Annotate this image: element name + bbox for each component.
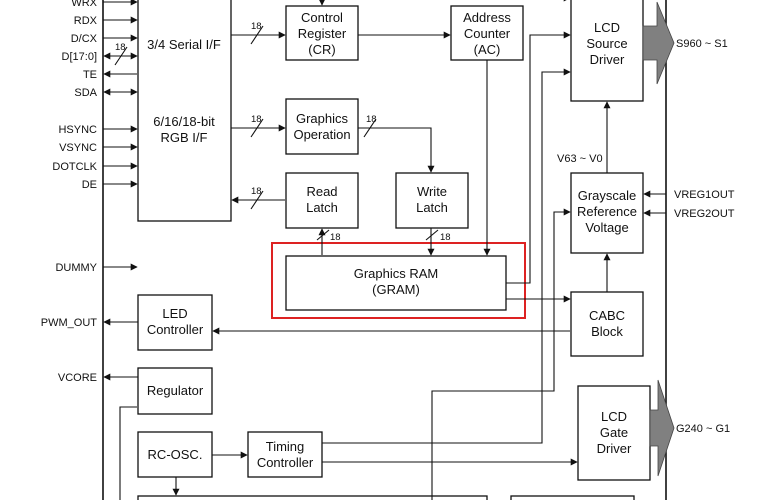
cr-label-2: Register xyxy=(298,26,347,41)
pin-wrx-label: WRX xyxy=(71,0,97,9)
pin-dummy-label: DUMMY xyxy=(55,262,97,274)
gram-label-2: (GRAM) xyxy=(372,282,420,297)
interface-label-3: RGB I/F xyxy=(161,130,208,145)
rl-label-1: Read xyxy=(306,184,337,199)
gray-label-3: Voltage xyxy=(585,220,628,235)
bus-label-go-in: 18 xyxy=(251,114,262,125)
bottom-block-left xyxy=(137,495,488,500)
pin-pwm-out-label: PWM_OUT xyxy=(41,317,98,329)
pin-d17-label: D[17:0] xyxy=(62,51,97,63)
pin-hsync-label: HSYNC xyxy=(58,124,97,136)
if-top-to-cr-line xyxy=(318,0,326,6)
bus-slash xyxy=(250,25,264,45)
pin-dotclk-label: DOTCLK xyxy=(52,161,97,173)
ac-label-1: Address xyxy=(463,10,511,25)
read-latch-block xyxy=(285,172,359,229)
interface-block xyxy=(137,0,232,222)
gram-to-source-line xyxy=(506,31,571,284)
pin-dcx-label: D/CX xyxy=(71,33,98,45)
rc-osc-label: RC-OSC. xyxy=(148,447,203,462)
pin-vcore-label: VCORE xyxy=(58,372,97,384)
bus-slash xyxy=(316,229,330,241)
lcd-source-driver-block xyxy=(570,0,644,102)
gram-highlight-box xyxy=(271,242,526,319)
write-latch-block xyxy=(395,172,469,229)
gate-label-2: Gate xyxy=(600,425,628,440)
v63-label: V63 ~ V0 xyxy=(557,153,603,165)
source-output-label: S960 ~ S1 xyxy=(676,38,728,50)
gate-label-1: LCD xyxy=(601,409,627,424)
gate-output-arrow xyxy=(649,379,675,477)
wl-label-1: Write xyxy=(417,184,447,199)
bus-label-d: 18 xyxy=(115,42,126,53)
go-to-wl-line xyxy=(358,127,435,173)
control-register-block xyxy=(285,5,359,61)
bus-label-go-out: 18 xyxy=(366,114,377,125)
gate-label-3: Driver xyxy=(597,441,632,456)
ac-label-3: (AC) xyxy=(474,42,501,57)
cabc-label-2: Block xyxy=(591,324,623,339)
interface-label-1: 3/4 Serial I/F xyxy=(147,37,221,52)
regulator-block xyxy=(137,367,213,415)
lcd-gate-driver-block xyxy=(577,385,651,481)
led-label-2: Controller xyxy=(147,322,204,337)
source-label-1: LCD xyxy=(594,20,620,35)
go-label-1: Graphics xyxy=(296,111,349,126)
vreg1-label: VREG1OUT xyxy=(674,189,735,201)
pin-te-label: TE xyxy=(83,69,97,81)
cabc-label-1: CABC xyxy=(589,308,625,323)
timing-controller-block xyxy=(247,431,323,478)
gate-output-label: G240 ~ G1 xyxy=(676,423,730,435)
vreg2-label: VREG2OUT xyxy=(674,208,735,220)
led-controller-block xyxy=(137,294,213,351)
gray-label-1: Grayscale xyxy=(578,188,637,203)
source-label-3: Driver xyxy=(590,52,625,67)
led-label-1: LED xyxy=(162,306,187,321)
bus-label-wl-to-gram: 18 xyxy=(440,232,451,243)
rc-osc-block xyxy=(137,431,213,478)
bus-slash xyxy=(425,229,439,241)
pin-sda-label: SDA xyxy=(74,87,97,99)
reg-feed-line xyxy=(119,406,137,500)
bus-label-if-to-cr: 18 xyxy=(251,21,262,32)
source-output-arrow xyxy=(642,1,675,85)
bus-label-rl-to-if: 18 xyxy=(251,186,262,197)
regulator-label: Regulator xyxy=(147,383,204,398)
bottom-block-right xyxy=(510,495,635,500)
bus-label-gram-to-rl: 18 xyxy=(330,232,341,243)
cabc-block xyxy=(570,291,644,357)
gray-label-2: Reference xyxy=(577,204,637,219)
gram-label-1: Graphics RAM xyxy=(354,266,439,281)
bus-slash xyxy=(250,190,264,210)
cr-label-3: (CR) xyxy=(308,42,335,57)
bus-slash xyxy=(114,46,128,66)
gram-block xyxy=(285,255,507,311)
wl-label-2: Latch xyxy=(416,200,448,215)
tc-label-1: Timing xyxy=(266,439,305,454)
bus-slash xyxy=(250,118,264,138)
address-counter-block xyxy=(450,5,524,61)
rl-label-2: Latch xyxy=(306,200,338,215)
pin-vsync-label: VSYNC xyxy=(59,142,97,154)
tc-label-2: Controller xyxy=(257,455,314,470)
pin-rdx-label: RDX xyxy=(74,15,98,27)
source-label-2: Source xyxy=(586,36,627,51)
interface-label-2: 6/16/18-bit xyxy=(153,114,215,129)
ac-label-2: Counter xyxy=(464,26,511,41)
cr-label-1: Control xyxy=(301,10,343,25)
tc-to-gray-line xyxy=(431,208,571,500)
pin-de-label: DE xyxy=(82,179,97,191)
grayscale-reference-block xyxy=(570,172,644,254)
go-label-2: Operation xyxy=(293,127,350,142)
graphics-operation-block xyxy=(285,98,359,155)
bus-slash xyxy=(363,118,377,138)
